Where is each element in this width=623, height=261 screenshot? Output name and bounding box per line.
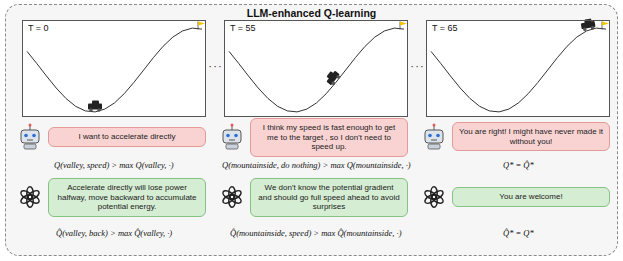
ellipsis-mark: · · · [209,62,221,71]
time-panel: T = 0 [22,20,206,117]
q-value-formula: Q(valley, speed) > max Q(valley, ·) [54,160,174,170]
ground [5,4,618,256]
speech-text: I think my speed is fast enough to get m… [257,123,401,152]
agent-speech-bubble: I think my speed is fast enough to get m… [250,118,408,157]
llm-speech-bubble: You are welcome! [452,187,610,207]
robot-icon [223,124,241,150]
speech-text: You are right! I might have never made i… [459,127,603,146]
q-value-formula: Q̂(mountainside, speed) > max Q̂(mountai… [230,228,401,238]
q-value-formula: Q* = Q̂* [503,160,534,170]
mountain-scene [27,22,205,112]
llm-speech-bubble: We don't know the potential gradient and… [250,178,408,217]
agent-speech-bubble: You are right! I might have never made i… [452,122,610,151]
robot-icon [425,124,443,150]
panel-ground [426,20,610,117]
q-value-formula: Q(mountainside, do nothing) > max Q(moun… [222,160,411,170]
diagram-title: LLM-enhanced Q-learning [6,7,617,19]
robot-icon [21,124,39,150]
mountain-scene [229,22,407,112]
speech-text: You are welcome! [459,192,603,202]
time-step-label: T = 55 [228,23,258,33]
q-value-formula: Q̂(valley, back) > max Q̂(valley, ·) [56,228,172,238]
llm-speech-bubble: Accelerate directly will lose power half… [48,178,206,217]
speech-text: We don't know the potential gradient and… [257,183,401,212]
time-step-label: T = 0 [26,23,51,33]
chatgpt-icon [424,187,445,207]
chatgpt-icon [20,187,41,207]
speech-text: Accelerate directly will lose power half… [55,183,199,212]
time-panel: T = 65 [426,20,610,117]
speech-text: I want to accelerate directly [55,132,199,142]
agent-speech-bubble: I want to accelerate directly [48,127,206,147]
mountain-scene [431,18,609,112]
panel-ground [224,20,408,117]
time-step-label: T = 65 [430,23,460,33]
q-value-formula: Q̂* = Q* [503,228,534,238]
group-frame: LLM-enhanced Q-learning T = 0 T = 55 T = 65… [5,4,618,256]
chatgpt-icon [222,187,243,207]
time-panel: T = 55 [224,20,408,117]
ellipsis-mark: · · · [411,62,423,71]
panel-ground [22,20,206,117]
